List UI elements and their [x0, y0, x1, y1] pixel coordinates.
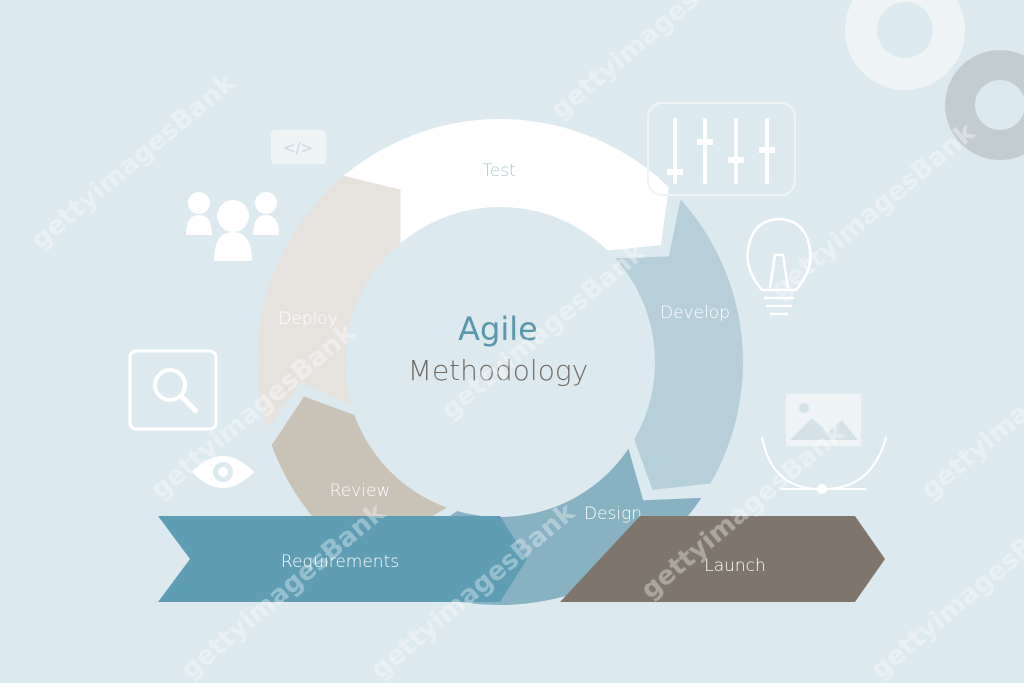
cycle-label-test: Test	[482, 161, 515, 181]
search-icon	[128, 349, 218, 431]
cycle-segment-deploy	[257, 175, 401, 429]
cycle-label-design: Design	[584, 504, 642, 524]
launch-label: Launch	[704, 556, 766, 576]
cycle-segment-develop	[615, 199, 743, 490]
cycle-label-review: Review	[330, 481, 391, 501]
requirements-label: Requirements	[281, 552, 399, 572]
gear-icon	[945, 50, 1024, 160]
cycle-ring	[257, 119, 743, 605]
eye-icon	[192, 456, 254, 488]
cycle-label-develop: Develop	[660, 303, 730, 323]
title-methodology: Methodology	[408, 354, 588, 387]
people-icon	[186, 192, 279, 261]
svg-text:</>: </>	[283, 139, 313, 157]
lightbulb-icon	[746, 217, 812, 316]
launch-banner	[560, 516, 885, 602]
watermark-text: gettyimagesBank	[915, 317, 1024, 505]
title-agile: Agile	[458, 310, 538, 348]
code-tag-icon: </>	[271, 130, 326, 164]
cycle-segment-test	[343, 119, 669, 251]
cycle-label-deploy: Deploy	[278, 309, 338, 329]
requirements-banner	[158, 516, 527, 602]
watermark-text: gettyimagesBank	[765, 117, 981, 305]
watermark-text: gettyimagesBank	[865, 497, 1024, 683]
image-curve-icon	[761, 394, 887, 494]
gear-icon	[845, 0, 965, 90]
sliders-icon	[647, 102, 796, 196]
cycle-segment-review	[271, 396, 447, 591]
